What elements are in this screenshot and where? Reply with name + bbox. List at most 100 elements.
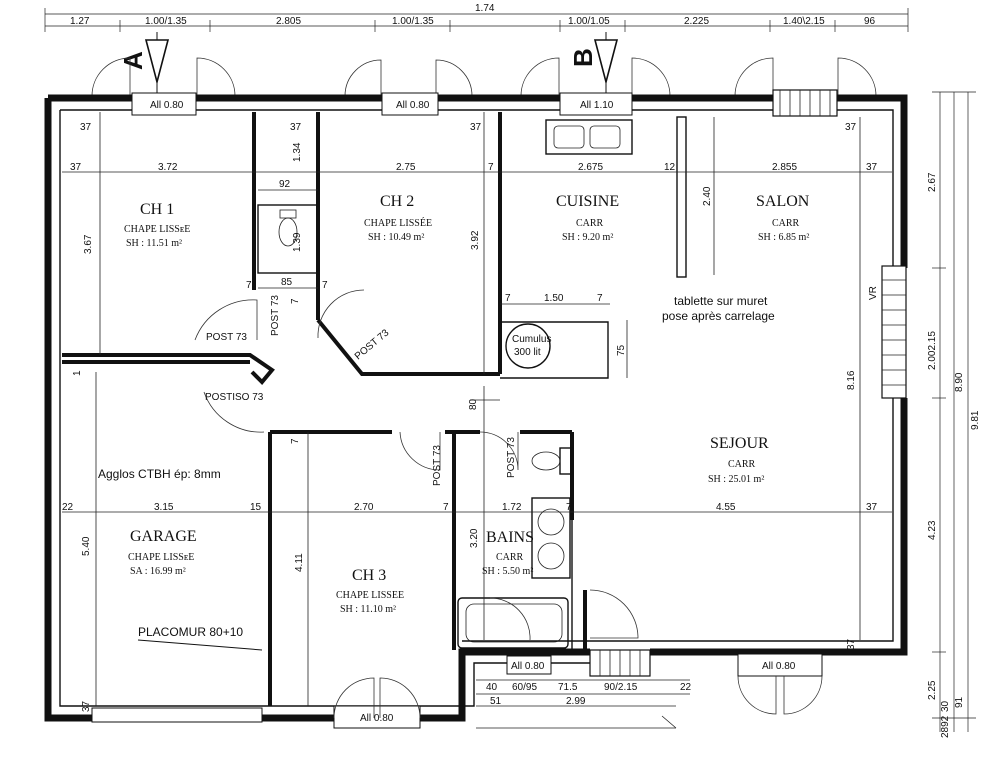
room-finish: CHAPE LISSᴇE — [124, 224, 190, 235]
room-salon: SALON CARR SH : 6.85 m² — [756, 193, 810, 243]
dim-715: 71.5 — [558, 682, 578, 693]
dim-540: 5.40 — [81, 536, 92, 556]
post-label-2: POST 73 — [270, 295, 281, 336]
room-area: SH : 11.10 m² — [340, 604, 396, 615]
top-dimension-chain: 1.74 1.27 1.00/1.35 2.805 1.00/1.35 1.00… — [44, 3, 909, 32]
note-cumulus-2: 300 lit — [514, 347, 541, 358]
room-area: SH : 9.20 m² — [562, 232, 613, 243]
room-name: SALON — [756, 193, 810, 210]
room-area: SH : 5.50 m² — [482, 566, 533, 577]
dim-12: 12 — [664, 162, 676, 173]
note-placomur: PLACOMUR 80+10 — [138, 625, 243, 639]
room-finish: CARR — [496, 552, 524, 563]
room-finish: CARR — [576, 218, 604, 229]
room-finish: CHAPE LISSÉE — [364, 217, 432, 229]
dim-816: 8.16 — [846, 370, 857, 390]
dim-299: 2.99 — [566, 696, 586, 707]
post-label-3: POST 73 — [353, 327, 392, 362]
dim-15: 15 — [250, 502, 262, 513]
dim-top-5: 1.00/1.05 — [568, 16, 610, 27]
window-label-2: All 0.80 — [396, 100, 430, 111]
room-finish: CHAPE LISSᴇE — [128, 552, 194, 563]
right-dimension-chain: 2.67 2.002.15 8.90 9.81 4.23 2.25 2892 3… — [927, 91, 981, 738]
plan-notes: tablette sur muret pose après carrelage … — [98, 286, 879, 651]
room-name: BAINS — [486, 529, 534, 546]
dim-51: 51 — [490, 696, 502, 707]
room-area: SA : 16.99 m² — [130, 566, 186, 577]
dim-80: 80 — [468, 398, 479, 410]
window-label-5: All 0.80 — [762, 661, 796, 672]
dim-top-3: 2.805 — [276, 16, 301, 27]
note-tablette-1: tablette sur muret — [674, 294, 768, 308]
dim-right-423: 4.23 — [927, 520, 938, 540]
post-labels: POST 73 POST 73 POST 73 POSTISO 73 POST … — [205, 295, 517, 486]
dim-37: 37 — [80, 122, 92, 133]
dim-7: 7 — [505, 293, 511, 304]
room-name: GARAGE — [130, 528, 197, 545]
dim-270: 2.70 — [354, 502, 374, 513]
dim-right-981: 9.81 — [970, 410, 981, 430]
room-garage: GARAGE CHAPE LISSᴇE SA : 16.99 m² — [128, 528, 197, 577]
note-tablette-2: pose après carrelage — [662, 309, 775, 323]
room-area: SH : 6.85 m² — [758, 232, 809, 243]
dim-2855: 2.855 — [772, 162, 797, 173]
section-a-label: A — [118, 51, 148, 70]
outer-walls — [44, 89, 908, 729]
dim-85: 85 — [281, 277, 293, 288]
dim-275: 2.75 — [396, 162, 416, 173]
dim-right-2892: 2892 — [940, 715, 951, 738]
dim-37: 37 — [470, 122, 482, 133]
dim-7: 7 — [488, 162, 494, 173]
room-name: CH 2 — [380, 193, 414, 210]
dim-22: 22 — [680, 682, 692, 693]
dim-top-8: 96 — [864, 16, 876, 27]
section-marker-b: B — [568, 32, 619, 100]
note-agglos: Agglos CTBH ép: 8mm — [98, 467, 221, 481]
window-label-1: All 0.80 — [150, 100, 184, 111]
dim-7: 7 — [322, 280, 328, 291]
room-area: SH : 25.01 m² — [708, 474, 764, 485]
dim-37: 37 — [866, 162, 878, 173]
dim-367: 3.67 — [83, 234, 94, 254]
room-sejour: SEJOUR CARR SH : 25.01 m² — [708, 435, 769, 485]
room-name: CH 1 — [140, 201, 174, 218]
interior-dimension-texts: 37 37 37 37 37 3.72 2.75 7 2.675 12 2.85… — [62, 122, 878, 712]
dim-top-2: 1.00/1.35 — [145, 16, 187, 27]
dim-240: 2.40 — [702, 186, 713, 206]
dim-320: 3.20 — [469, 528, 480, 548]
room-bains: BAINS CARR SH : 5.50 m² — [482, 529, 534, 577]
post-label-4: POSTISO 73 — [205, 392, 264, 403]
window-labels: All 0.80 All 0.80 All 1.10 All 0.80 All … — [150, 100, 796, 724]
dim-37: 37 — [846, 638, 857, 650]
post-label-5: POST 73 — [432, 445, 443, 486]
dim-37: 37 — [290, 122, 302, 133]
post-label-6: POST 73 — [506, 437, 517, 478]
note-cumulus-1: Cumulus — [512, 334, 551, 345]
dim-7: 7 — [290, 438, 301, 444]
dim-92: 92 — [279, 179, 291, 190]
dim-37: 37 — [81, 700, 92, 712]
dim-372: 3.72 — [158, 162, 178, 173]
room-finish: CARR — [728, 459, 756, 470]
door-swings — [194, 289, 823, 719]
room-name: CUISINE — [556, 193, 619, 210]
room-ch1: CH 1 CHAPE LISSᴇE SH : 11.51 m² — [124, 201, 190, 249]
room-area: SH : 11.51 m² — [126, 238, 182, 249]
room-name: SEJOUR — [710, 435, 769, 452]
dim-total-width: 1.74 — [475, 3, 495, 14]
window-label-4: All 0.80 — [511, 661, 545, 672]
interior-partitions — [62, 112, 687, 706]
dim-right-30: 30 — [940, 700, 951, 712]
dim-right-225: 2.25 — [927, 680, 938, 700]
bottom-dimension-texts: 40 60/95 71.5 90/2.15 22 51 2.99 — [486, 682, 692, 707]
dim-134: 1.34 — [292, 142, 303, 162]
dim-2675: 2.675 — [578, 162, 603, 173]
window-label-6: All 0.80 — [360, 713, 394, 724]
dim-1: 1 — [72, 370, 83, 376]
dim-75: 75 — [616, 344, 627, 356]
dim-139: 1.39 — [292, 232, 303, 252]
dim-411: 4.11 — [294, 553, 305, 572]
room-ch3: CH 3 CHAPE LISSEE SH : 11.10 m² — [336, 567, 404, 615]
dim-90215: 90/2.15 — [604, 682, 638, 693]
top-window-swings — [91, 57, 877, 97]
